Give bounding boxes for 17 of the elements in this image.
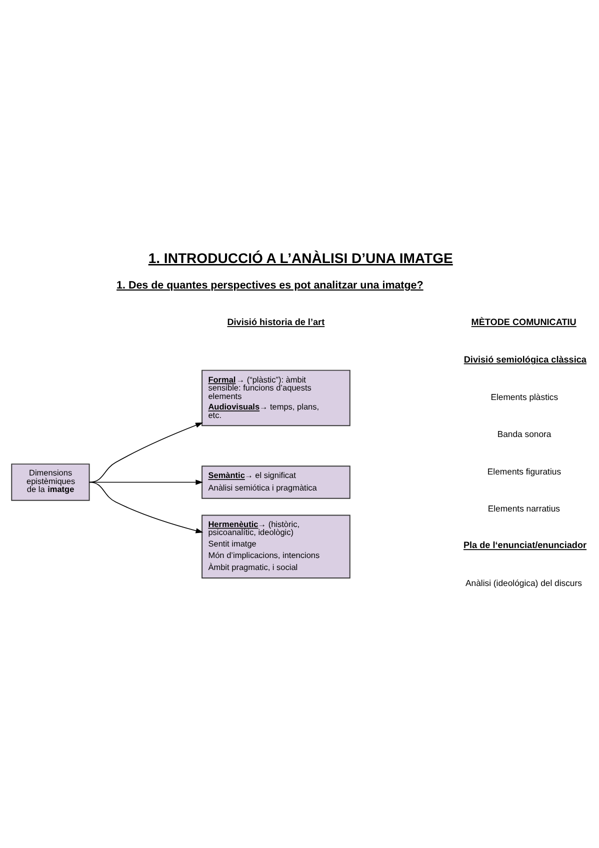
node-box: Semàntic→ el significat Anàlisi semiótica i pragmàtica [202,466,350,499]
label: Elements plàstics [490,392,558,402]
label: Anàlisi (ideológica) del discurs [466,578,582,588]
label: 1. Des de quantes perspectives es pot analitzar una imatge? [116,279,424,292]
arrow [88,422,204,483]
arrow [88,482,204,534]
label: MÈTODE COMUNICATIU [471,317,576,328]
label: Elements narratius [488,503,560,514]
label: Divisió historia de l’art [227,317,325,328]
diagram-title: 1. INTRODUCCIÓ A L’ANÀLISI D’UNA IMATGE [148,250,453,266]
label: Elements figuratius [487,466,562,476]
label: Banda sonora [497,429,552,440]
node-box: Hermenèutic→ (històric, psicoanalític, ideològic) Sentit imatge Món d’implicacions, intencions Àmbit pragmatic, i social [202,514,350,579]
node-box: Formal→ (“plàstic”): àmbit sensible: funcions d’aquests elements Audiovisuals→ temps, plans, etc. [202,370,350,426]
node-box: Dimensions epistèmiques de la imatge [11,464,90,501]
label: Pla de l‘enunciat/enunciador [463,540,587,550]
label: Divisió semiológica clàssica [464,354,586,364]
